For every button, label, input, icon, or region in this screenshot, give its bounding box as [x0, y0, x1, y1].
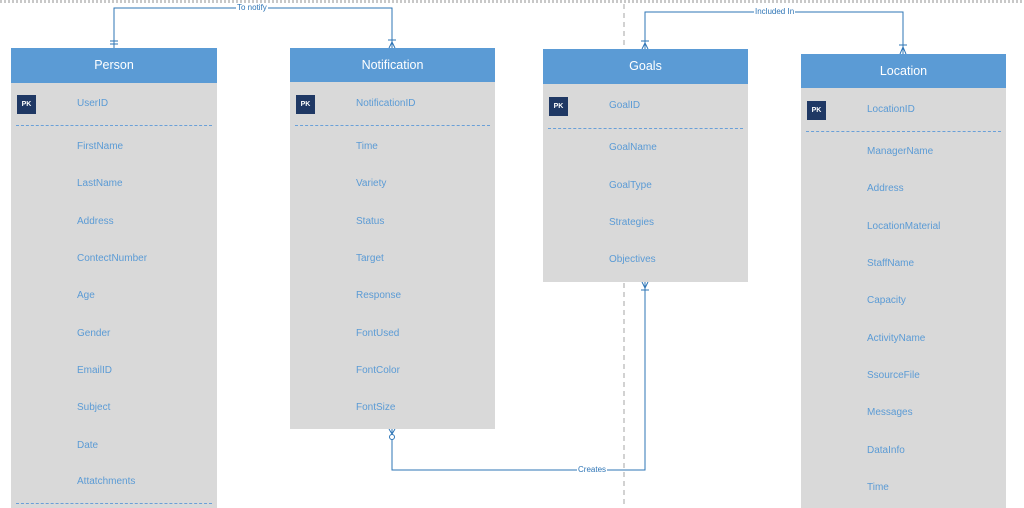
goals-field: Strategies: [609, 217, 655, 228]
location-field: SsourceFile: [867, 370, 920, 381]
entity-notification[interactable]: Notification PK NotificationID Time Vari…: [290, 48, 495, 429]
person-field: Gender: [77, 328, 111, 339]
goals-key-separator: [548, 128, 743, 129]
notification-key-separator: [295, 125, 490, 126]
location-key-field: LocationID: [867, 104, 915, 115]
entity-location-header: Location: [801, 54, 1006, 88]
notification-field: FontColor: [356, 365, 400, 376]
person-key-separator: [16, 125, 212, 126]
person-field: Attatchments: [77, 476, 136, 487]
person-field: LastName: [77, 178, 123, 189]
notification-field: Response: [356, 290, 402, 301]
relationship-label-creates: Creates: [577, 465, 608, 474]
notification-zero-mark: [389, 434, 395, 440]
location-pk-badge: PK: [807, 101, 826, 120]
entity-goals-header: Goals: [543, 49, 748, 84]
location-field: ManagerName: [867, 146, 934, 157]
location-field: Address: [867, 183, 904, 194]
goals-field: GoalName: [609, 142, 657, 153]
location-crowfoot: [899, 45, 907, 55]
location-field: StaffName: [867, 258, 915, 269]
notification-pk-badge: PK: [296, 95, 315, 114]
person-field: FirstName: [77, 141, 124, 152]
relationship-label-included-in: Included In: [754, 7, 796, 16]
notification-key-field: NotificationID: [356, 98, 416, 109]
person-field: Address: [77, 216, 114, 227]
person-pk-badge: PK: [17, 95, 36, 114]
goals-pk-badge: PK: [549, 97, 568, 116]
entity-location[interactable]: Location PK LocationID ManagerName Addre…: [801, 54, 1006, 508]
person-key-field: UserID: [77, 98, 109, 109]
connector-goals-location: [644, 11, 904, 54]
goals-key-field: GoalID: [609, 100, 641, 111]
goals-field: Objectives: [609, 254, 656, 265]
entity-notification-header: Notification: [290, 48, 495, 82]
goals-field: GoalType: [609, 180, 652, 191]
entity-person-header: Person: [11, 48, 217, 83]
goals-bottom-crowfoot: [641, 281, 649, 290]
person-field: EmailID: [77, 365, 113, 376]
entity-person[interactable]: Person PK UserID FirstName LastName Addr…: [11, 48, 217, 508]
person-bottom-separator: [16, 503, 212, 504]
notification-bottom-crowfoot: [388, 428, 396, 435]
location-field: LocationMaterial: [867, 221, 941, 232]
notification-field: Time: [356, 141, 378, 152]
person-field: Age: [77, 290, 95, 301]
notification-field: FontUsed: [356, 328, 400, 339]
location-field: ActivityName: [867, 333, 926, 344]
person-field: Subject: [77, 402, 111, 413]
location-field: Messages: [867, 407, 913, 418]
connector-person-notification: [113, 7, 393, 48]
notification-field: Target: [356, 253, 384, 264]
person-field: ContectNumber: [77, 253, 148, 264]
notification-field: FontSize: [356, 402, 396, 413]
canvas-top-border: [0, 0, 1024, 3]
notification-field: Variety: [356, 178, 387, 189]
location-key-separator: [806, 131, 1001, 132]
location-field: Time: [867, 482, 889, 493]
notification-field: Status: [356, 216, 385, 227]
person-field: Date: [77, 440, 99, 451]
relationship-label-to-notify: To notify: [236, 3, 268, 12]
entity-goals[interactable]: Goals PK GoalID GoalName GoalType Strate…: [543, 49, 748, 282]
location-field: Capacity: [867, 295, 906, 306]
location-field: DataInfo: [867, 445, 905, 456]
